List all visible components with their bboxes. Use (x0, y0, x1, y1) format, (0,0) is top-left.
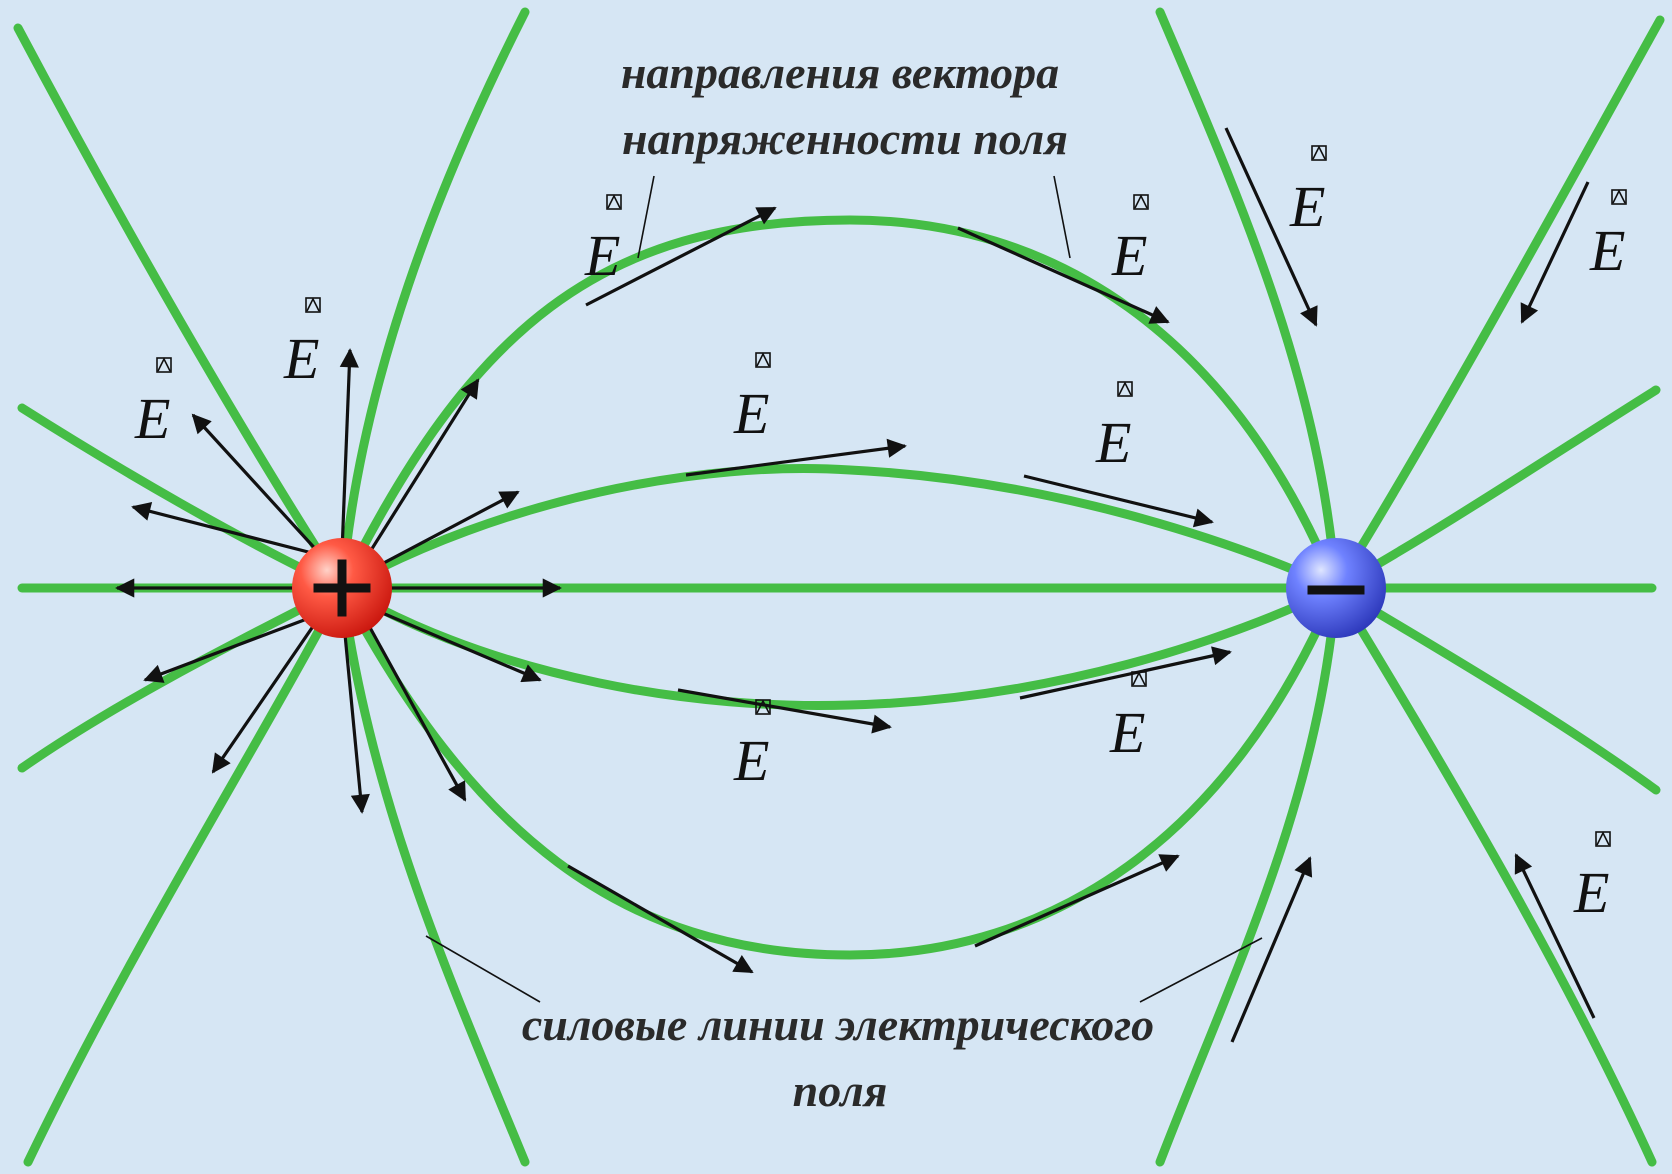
vector-arrow (131, 502, 317, 556)
field-line-outer-bottom-right-2 (1331, 583, 1657, 1167)
vector-arrow (211, 621, 318, 774)
vector-label: E (1289, 145, 1327, 239)
svg-text:E: E (1589, 218, 1625, 283)
vector-label: E (134, 357, 172, 451)
field-line-lower-inner (337, 583, 1341, 711)
field-line-outer-top-right-1 (1155, 7, 1341, 593)
svg-text:E: E (1095, 410, 1131, 475)
field-line-outer-top-left-1 (13, 23, 347, 593)
leader-line-vector-left (637, 175, 655, 259)
vector-label: E (733, 352, 771, 446)
svg-text:E: E (733, 381, 769, 446)
field-line-outer-right-down (1331, 583, 1661, 795)
vector-arrow (339, 348, 359, 553)
vector-arrow (585, 206, 777, 307)
vector-label: E (283, 297, 321, 391)
vector-arrow (191, 413, 322, 556)
vector-arrow (377, 490, 520, 568)
vector-direction-caption-line2: напряженности поля (622, 113, 1068, 164)
field-line-outer-right-up (1331, 385, 1661, 593)
vector-arrow (957, 226, 1170, 324)
caption-leaders (425, 175, 1263, 1003)
field-lines-caption-line2: поля (793, 1065, 888, 1116)
vector-label: E (1573, 831, 1611, 925)
vector-direction-caption-line1: направления вектора (621, 47, 1059, 98)
svg-text:E: E (1573, 860, 1609, 925)
positive-charge (292, 538, 392, 638)
vector-arrow (1514, 853, 1596, 1019)
field-line-upper-inner (337, 464, 1341, 593)
vector-arrow (677, 688, 892, 734)
vector-label: E (733, 699, 771, 793)
svg-text:E: E (1111, 223, 1147, 288)
svg-text:E: E (733, 728, 769, 793)
vector-arrow (1224, 127, 1318, 327)
vector-arrow (1230, 856, 1313, 1043)
field-line-lower-arc (337, 583, 1341, 960)
vectors-field-lines (567, 206, 1232, 974)
vector-arrow (567, 864, 754, 974)
vector-labels: E E E E E E E E (134, 145, 1627, 925)
vector-arrow (143, 612, 321, 683)
vector-label: E (1111, 194, 1149, 288)
vector-label: E (1589, 189, 1627, 283)
vector-arrow (1023, 474, 1214, 528)
svg-text:E: E (1289, 174, 1325, 239)
svg-text:E: E (584, 223, 620, 288)
vectors-negative-charge (1224, 127, 1596, 1043)
vector-arrow (366, 623, 467, 802)
field-line-outer-top-right-2 (1331, 15, 1665, 593)
vector-arrow (366, 378, 480, 556)
svg-text:E: E (134, 386, 170, 451)
vector-arrow (379, 610, 542, 683)
vector-arrow (342, 623, 370, 814)
vector-arrow (974, 854, 1180, 948)
vector-label: E (1095, 381, 1133, 475)
field-line-outer-bottom-left (23, 583, 347, 1167)
vector-arrow (1019, 646, 1232, 700)
field-line-outer-top-left-2 (337, 7, 530, 593)
svg-text:E: E (283, 326, 319, 391)
svg-text:E: E (1109, 700, 1145, 765)
field-line-outer-left-up (17, 403, 347, 593)
leader-line-field-left (425, 935, 541, 1003)
field-line-outer-bottom-right-1 (1155, 583, 1341, 1167)
vector-arrow (1520, 181, 1590, 324)
negative-charge (1286, 538, 1386, 638)
vector-arrow (685, 438, 907, 477)
field-line-outer-bottom-left-2 (337, 583, 530, 1167)
field-lines-caption-line1: силовые линии электрического (522, 999, 1154, 1050)
vector-label: E (1109, 671, 1147, 765)
leader-line-vector-right (1053, 175, 1071, 259)
vector-label: E (584, 194, 622, 288)
leader-line-field-right (1139, 937, 1263, 1003)
